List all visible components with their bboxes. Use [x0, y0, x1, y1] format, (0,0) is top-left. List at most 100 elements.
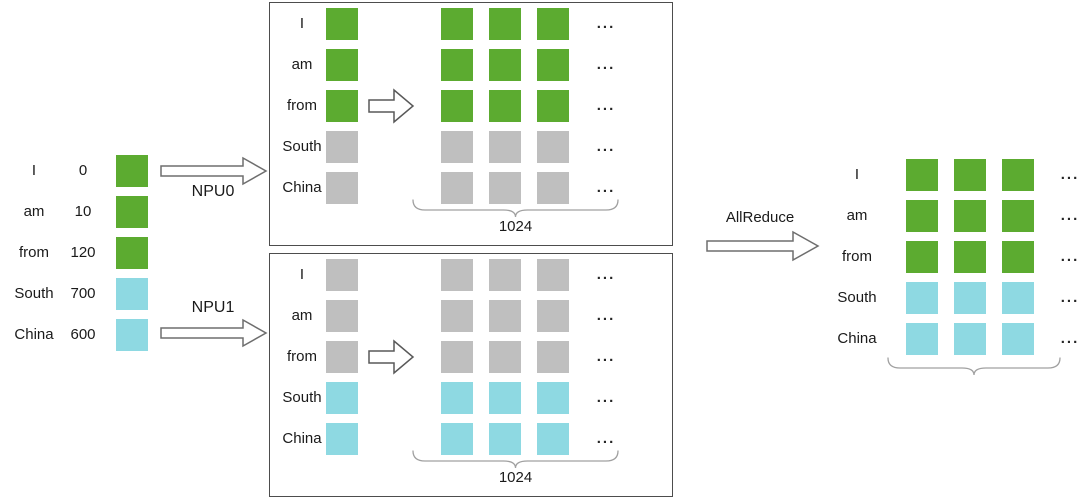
embedding-cell — [441, 48, 473, 81]
output-width-brace — [887, 357, 1061, 376]
token-index: 600 — [70, 326, 96, 343]
embedding-cell — [489, 130, 521, 163]
embedding-cell — [489, 258, 521, 291]
embedding-cell — [326, 258, 358, 291]
embedding-cell — [1002, 281, 1034, 314]
word-label: I — [31, 162, 37, 179]
embedding-cell — [441, 299, 473, 332]
word-label: South — [837, 289, 877, 306]
embedding-cell — [537, 422, 569, 455]
table-row: South... — [824, 277, 1079, 318]
npu1-arrow — [160, 318, 268, 348]
embedding-cell — [441, 89, 473, 122]
ellipsis: ... — [596, 307, 616, 324]
word-label: I — [299, 266, 305, 283]
output-embedding-table: I...am...from...South...China... — [824, 154, 1079, 359]
ellipsis: ... — [1060, 330, 1079, 347]
ellipsis: ... — [596, 56, 616, 73]
embedding-cell — [441, 130, 473, 163]
table-row: I... — [270, 254, 621, 295]
word-label: I — [299, 15, 305, 32]
table-row: am... — [270, 44, 621, 85]
table-row: from... — [824, 236, 1079, 277]
ellipsis: ... — [596, 138, 616, 155]
embedding-cell — [954, 322, 986, 355]
embedding-cell — [326, 171, 358, 204]
word-label: am — [23, 203, 45, 220]
npu1-width-label: 1024 — [498, 469, 533, 486]
word-label: South — [282, 389, 322, 406]
embedding-cell — [441, 340, 473, 373]
npu1-width-brace — [412, 450, 619, 469]
embedding-cell — [906, 199, 938, 232]
table-row: South 700 — [8, 273, 148, 314]
embedding-cell — [441, 7, 473, 40]
embedding-cell — [1002, 158, 1034, 191]
ellipsis: ... — [596, 348, 616, 365]
embedding-cell — [441, 258, 473, 291]
token-index: 0 — [78, 162, 88, 179]
embedding-cell — [326, 299, 358, 332]
table-row: South... — [270, 377, 621, 418]
embedding-cell — [116, 154, 148, 187]
embedding-cell — [326, 89, 358, 122]
ellipsis: ... — [596, 15, 616, 32]
npu1-inner-arrow — [368, 339, 415, 375]
word-label: am — [846, 207, 868, 224]
table-row: am... — [824, 195, 1079, 236]
embedding-cell — [537, 130, 569, 163]
embedding-cell — [1002, 322, 1034, 355]
table-row: South... — [270, 126, 621, 167]
npu0-box: I...am...from...South...China... 1024 — [269, 2, 673, 246]
embedding-cell — [116, 236, 148, 269]
embedding-cell — [326, 340, 358, 373]
table-row: China 600 — [8, 314, 148, 355]
npu0-width-label: 1024 — [498, 218, 533, 235]
ellipsis: ... — [596, 97, 616, 114]
embedding-cell — [489, 299, 521, 332]
embedding-cell — [537, 7, 569, 40]
word-label: am — [291, 56, 313, 73]
word-label: China — [282, 430, 322, 447]
embedding-cell — [489, 171, 521, 204]
word-label: from — [287, 348, 317, 365]
word-label: South — [282, 138, 322, 155]
embedding-cell — [1002, 240, 1034, 273]
embedding-cell — [116, 277, 148, 310]
word-label: South — [14, 285, 54, 302]
embedding-cell — [906, 158, 938, 191]
embedding-cell — [326, 381, 358, 414]
ellipsis: ... — [1060, 248, 1079, 265]
table-row: China... — [824, 318, 1079, 359]
embedding-cell — [954, 199, 986, 232]
word-label: from — [287, 97, 317, 114]
npu0-width-brace — [412, 199, 619, 218]
word-label: from — [19, 244, 49, 261]
embedding-cell — [906, 281, 938, 314]
npu0-embedding-rows: I...am...from...South...China... — [270, 3, 621, 208]
embedding-cell — [489, 422, 521, 455]
embedding-cell — [954, 240, 986, 273]
table-row: from 120 — [8, 232, 148, 273]
embedding-cell — [537, 89, 569, 122]
embedding-cell — [954, 281, 986, 314]
table-row: am... — [270, 295, 621, 336]
embedding-cell — [537, 171, 569, 204]
npu1-box: I...am...from...South...China... 1024 — [269, 253, 673, 497]
token-index: 700 — [70, 285, 96, 302]
word-label: from — [842, 248, 872, 265]
token-index: 120 — [70, 244, 96, 261]
word-label: I — [854, 166, 860, 183]
npu1-label: NPU1 — [191, 299, 235, 316]
embedding-cell — [906, 240, 938, 273]
table-row: from... — [270, 85, 621, 126]
npu0-arrow — [160, 156, 268, 186]
allreduce-arrow — [706, 230, 820, 262]
word-label: China — [14, 326, 54, 343]
ellipsis: ... — [596, 389, 616, 406]
embedding-cell — [116, 195, 148, 228]
